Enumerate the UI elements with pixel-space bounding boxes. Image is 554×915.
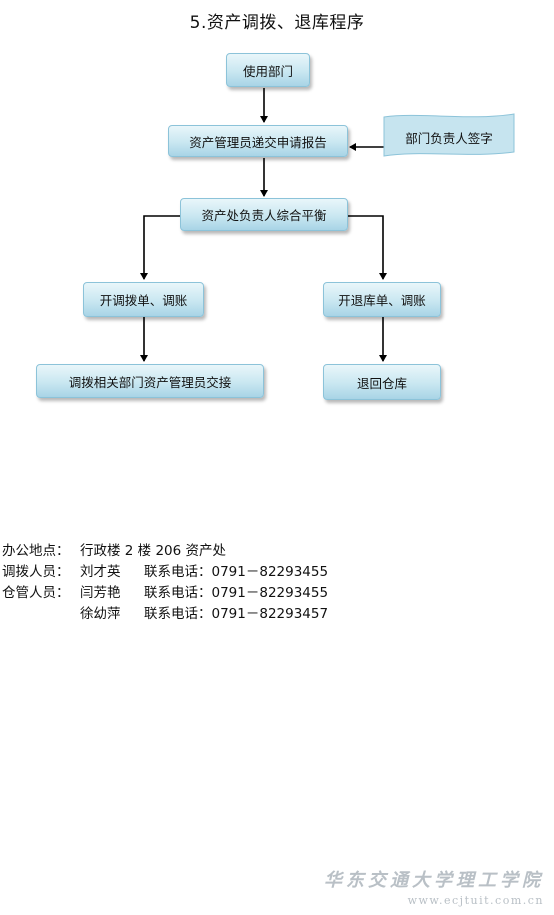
storage-staff-row-2: 徐幼萍 联系电话：0791－82293457 bbox=[2, 604, 328, 625]
location-label: 办公地点： bbox=[2, 543, 70, 559]
arrow-head-to-return bbox=[348, 215, 387, 280]
node-dept-head-signature: 部门负责人签字 bbox=[405, 130, 493, 146]
storage-staff-label: 仓管人员： bbox=[2, 585, 70, 601]
transfer-staff-label: 调拨人员： bbox=[2, 564, 70, 580]
node-issue-return-doc: 开退库单、调账 bbox=[323, 282, 441, 317]
transfer-phone-label: 联系电话： bbox=[144, 564, 212, 580]
transfer-staff-row: 调拨人员： 刘才英 联系电话：0791－82293455 bbox=[2, 562, 328, 583]
location-value: 行政楼 2 楼 206 资产处 bbox=[80, 543, 227, 559]
node-issue-transfer-doc: 开调拨单、调账 bbox=[83, 282, 204, 317]
storage-phone-1: 0791－82293455 bbox=[211, 585, 329, 601]
arrow-head-to-transfer bbox=[140, 215, 180, 280]
page-title: 5.资产调拨、退库程序 bbox=[189, 13, 365, 33]
transfer-phone: 0791－82293455 bbox=[211, 564, 329, 580]
storage-phone-2: 0791－82293457 bbox=[211, 606, 329, 622]
storage-phone-label-2: 联系电话： bbox=[144, 606, 212, 622]
node-transfer-handover: 调拨相关部门资产管理员交接 bbox=[36, 364, 264, 398]
contact-info: 办公地点：行政楼 2 楼 206 资产处 调拨人员：刘才英联系电话：0791－8… bbox=[2, 541, 328, 625]
node-return-to-warehouse: 退回仓库 bbox=[323, 364, 441, 400]
storage-staff-name-2: 徐幼萍 bbox=[80, 606, 121, 622]
node-using-department: 使用部门 bbox=[226, 53, 310, 87]
node-office-head-balance: 资产处负责人综合平衡 bbox=[180, 198, 348, 231]
storage-staff-name-1: 闫芳艳 bbox=[80, 585, 121, 601]
office-location-row: 办公地点： 行政楼 2 楼 206 资产处 bbox=[2, 541, 328, 562]
watermark-url: www.ecjtuit.com.cn bbox=[407, 894, 544, 907]
dept-head-sign-shape bbox=[383, 113, 515, 157]
watermark-name: 华东交通大学理工学院 bbox=[324, 870, 544, 891]
storage-phone-label-1: 联系电话： bbox=[144, 585, 212, 601]
transfer-staff-name: 刘才英 bbox=[80, 564, 121, 580]
node-manager-submit-report: 资产管理员递交申请报告 bbox=[168, 125, 348, 157]
storage-staff-row-1: 仓管人员： 闫芳艳 联系电话：0791－82293455 bbox=[2, 583, 328, 604]
watermark: 华东交通大学理工学院 www.ecjtuit.com.cn bbox=[324, 866, 544, 907]
